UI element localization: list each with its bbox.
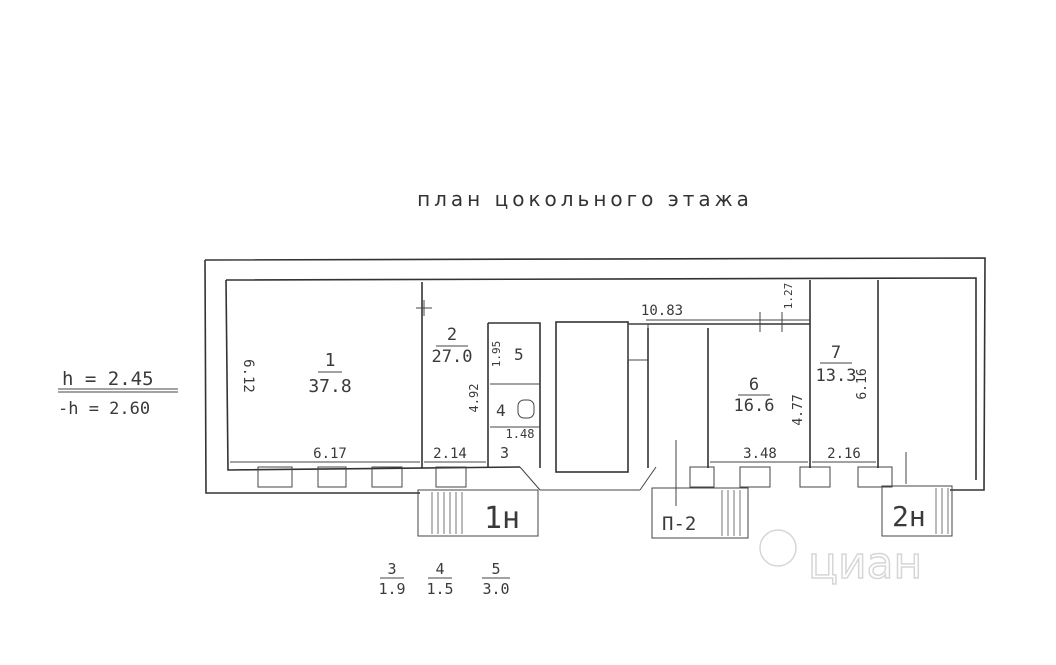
height-note-2: -h = 2.60 — [58, 399, 150, 419]
watermark-logo-icon — [759, 529, 797, 567]
plan-title: план цокольного этажа — [417, 187, 753, 211]
entrance-1n — [417, 489, 539, 537]
outer-wall-left — [204, 259, 420, 494]
room-7: 7 13.3 — [816, 343, 857, 386]
dimension-ticks — [416, 300, 907, 506]
room-area: 37.8 — [308, 376, 351, 397]
room-2: 2 27.0 — [432, 325, 473, 367]
room-number: 2 — [447, 325, 457, 345]
dim-4-92: 4.92 — [467, 384, 481, 413]
dim-6-12: 6.12 — [240, 359, 256, 393]
watermark-text: циан — [808, 538, 922, 589]
entrance-2n — [881, 485, 953, 537]
room-5-number: 5 — [514, 345, 524, 364]
entrance-label-2n: 2н — [892, 500, 926, 533]
legend-area: 3.0 — [482, 580, 509, 598]
dim-6-17: 6.17 — [313, 446, 347, 462]
outer-wall — [204, 257, 986, 491]
entrance-p2 — [651, 487, 749, 539]
legend-num: 5 — [491, 560, 500, 578]
front-wall-windows — [257, 466, 893, 491]
room-area: 13.3 — [816, 366, 857, 386]
entrance-label-p2: П-2 — [662, 513, 696, 535]
room-number: 6 — [749, 375, 759, 395]
inner-wall-top — [225, 277, 977, 480]
room-1: 1 37.8 — [308, 350, 351, 397]
inner-wall-left — [225, 279, 521, 471]
room-legend: 3 1.9 4 1.5 5 3.0 — [378, 560, 510, 598]
room-4-number: 4 — [496, 401, 506, 420]
dim-2-16: 2.16 — [827, 446, 861, 462]
legend-area: 1.5 — [426, 580, 453, 598]
wall-bathroom — [488, 322, 541, 468]
room-number: 7 — [831, 343, 841, 363]
legend-area: 1.9 — [378, 580, 405, 598]
toilet-icon — [517, 399, 535, 419]
room-number: 1 — [325, 350, 336, 371]
room-3-number: 3 — [500, 444, 509, 462]
dim-1-95: 1.95 — [490, 341, 503, 368]
room-6: 6 16.6 — [734, 375, 775, 416]
height-note-1: h = 2.45 — [62, 368, 154, 390]
dim-1-27: 1.27 — [782, 283, 795, 310]
entrance-label-1n: 1н — [484, 501, 520, 536]
dim-1-48: 1.48 — [506, 427, 535, 441]
legend-num: 4 — [435, 560, 444, 578]
dim-6-16: 6.16 — [855, 368, 870, 399]
dim-3-48: 3.48 — [743, 446, 777, 462]
dim-2-14: 2.14 — [433, 446, 467, 462]
legend-num: 3 — [387, 560, 396, 578]
column — [627, 323, 649, 361]
stair-core — [555, 321, 629, 473]
room-area: 16.6 — [734, 396, 775, 416]
dim-4-77: 4.77 — [791, 394, 806, 425]
watermark: циан — [759, 529, 923, 590]
dim-10-83: 10.83 — [641, 303, 683, 319]
room-area: 27.0 — [432, 347, 473, 367]
